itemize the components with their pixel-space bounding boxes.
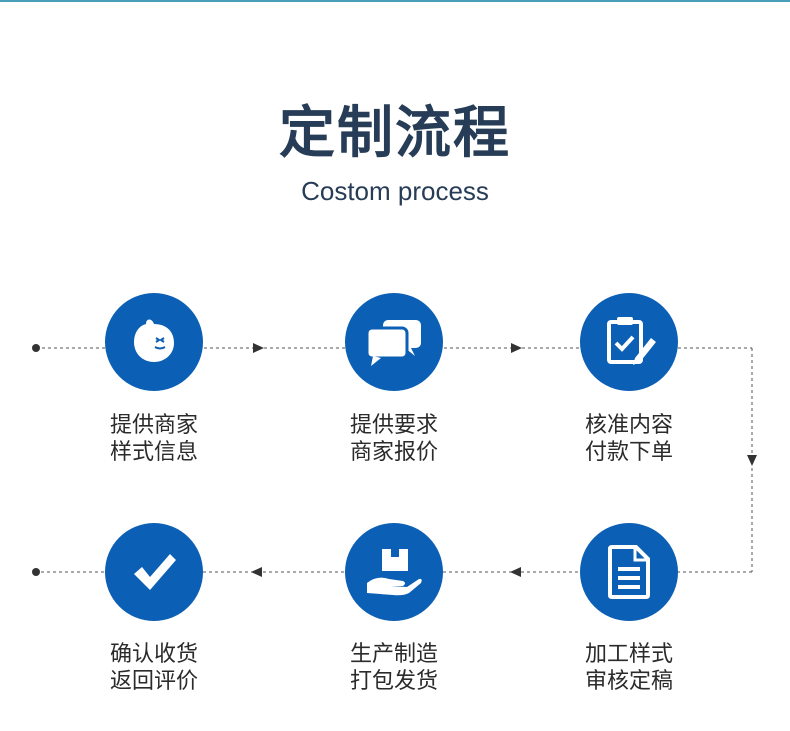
document-icon (608, 545, 650, 599)
arrow-left-icon (251, 567, 262, 577)
arrow-down-icon (747, 455, 757, 466)
step-5-label: 生产制造打包发货 (349, 642, 438, 694)
step-4-circle (580, 523, 678, 621)
step-1-label: 提供商家样式信息 (109, 413, 198, 465)
step-4-label: 加工样式审核定稿 (584, 642, 673, 694)
chat-bubble-face-icon (134, 319, 174, 362)
arrow-left-icon (510, 567, 521, 577)
step-2-label: 提供要求商家报价 (349, 413, 438, 465)
step-6-circle (105, 523, 203, 621)
step-2-circle (345, 293, 443, 391)
checkmark-icon (134, 554, 176, 590)
step-3-circle (580, 293, 678, 391)
step-6-label: 确认收货返回评价 (109, 642, 198, 694)
page-subtitle: Costom process (301, 176, 489, 206)
step-5-circle (345, 523, 443, 621)
hand-box-icon (367, 549, 422, 596)
page-title: 定制流程 (279, 101, 511, 166)
arrow-right-icon (511, 343, 522, 353)
arrow-right-icon (253, 343, 264, 353)
start-dot (32, 344, 40, 352)
top-accent-bar (0, 0, 790, 2)
step-1-circle (105, 293, 203, 391)
clipboard-check-icon (607, 317, 656, 365)
step-3-label: 核准内容付款下单 (584, 413, 673, 465)
speech-bubbles-icon (365, 320, 421, 366)
end-dot (32, 568, 40, 576)
